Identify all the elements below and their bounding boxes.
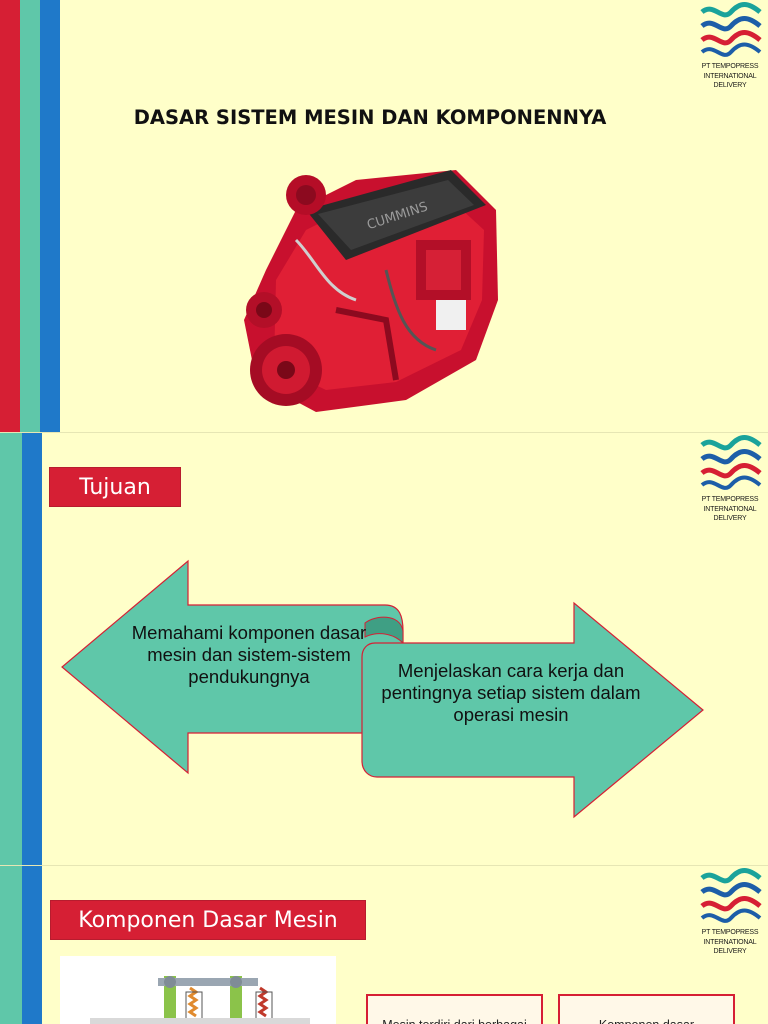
slide-title-text: DASAR SISTEM MESIN DAN KOMPONENNYA — [133, 106, 607, 129]
side-stripes — [0, 0, 62, 432]
engine-image: CUMMINS — [244, 170, 498, 412]
valve-train-icon — [90, 976, 310, 1024]
side-stripes — [0, 433, 62, 865]
slide-separator — [0, 432, 768, 433]
company-name-line: PT TEMPOPRESS — [701, 496, 759, 503]
stripe-teal — [0, 866, 22, 1024]
company-name-line: DELIVERY — [713, 82, 747, 89]
company-name-line: INTERNATIONAL — [703, 938, 757, 946]
slide-title: PT TEMPOPRESS INTERNATIONAL DELIVERY DAS… — [0, 0, 768, 432]
wave-logo-icon — [700, 2, 762, 57]
slide-components: PT TEMPOPRESS INTERNATIONAL DELIVERY Kom… — [0, 866, 768, 1024]
stripe-teal — [20, 0, 40, 432]
company-logo: PT TEMPOPRESS INTERNATIONAL DELIVERY — [696, 0, 768, 96]
objective-arrows — [61, 559, 704, 819]
component-text-box: Komponen dasar — [558, 994, 735, 1024]
company-name-line: DELIVERY — [713, 948, 747, 955]
company-logo: PT TEMPOPRESS INTERNATIONAL DELIVERY — [696, 866, 768, 962]
arrow-right-shape — [361, 601, 704, 819]
wave-logo-icon — [700, 868, 762, 923]
company-logo: PT TEMPOPRESS INTERNATIONAL DELIVERY — [696, 433, 768, 529]
stripe-red — [0, 0, 20, 432]
company-name: PT TEMPOPRESS INTERNATIONAL DELIVERY — [696, 495, 764, 524]
company-name-line: PT TEMPOPRESS — [701, 63, 759, 70]
side-stripes — [0, 866, 62, 1024]
valve-train-diagram — [60, 956, 336, 1024]
stripe-teal — [0, 433, 22, 865]
arrow-left-shape — [61, 559, 404, 775]
stripe-blue — [22, 866, 42, 1024]
section-label: Komponen Dasar Mesin — [50, 900, 366, 940]
slide-objectives: PT TEMPOPRESS INTERNATIONAL DELIVERY Tuj… — [0, 433, 768, 865]
company-name: PT TEMPOPRESS INTERNATIONAL DELIVERY — [696, 62, 764, 91]
component-text-box: Mesin terdiri dari berbagai — [366, 994, 543, 1024]
section-label: Tujuan — [49, 467, 181, 507]
company-name-line: PT TEMPOPRESS — [701, 929, 759, 936]
company-name: PT TEMPOPRESS INTERNATIONAL DELIVERY — [696, 928, 764, 957]
stripe-blue — [22, 433, 42, 865]
company-name-line: INTERNATIONAL — [703, 72, 757, 80]
company-name-line: INTERNATIONAL — [703, 505, 757, 513]
company-name-line: DELIVERY — [713, 515, 747, 522]
stripe-blue — [40, 0, 60, 432]
wave-logo-icon — [700, 435, 762, 490]
objective-left-text: Memahami komponen dasar mesin dan sistem… — [131, 622, 367, 687]
slide-separator — [0, 865, 768, 866]
objective-right-text: Menjelaskan cara kerja dan pentingnya se… — [381, 660, 641, 725]
